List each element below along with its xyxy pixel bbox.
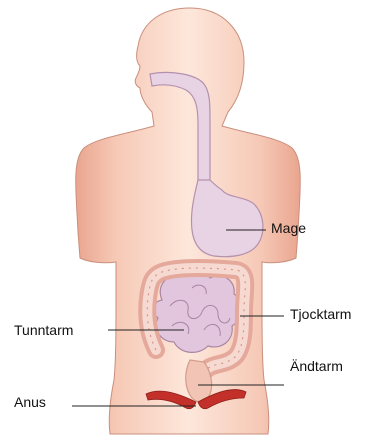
anus-label: Anus bbox=[14, 394, 46, 410]
rectum-label: Ändtarm bbox=[290, 358, 343, 374]
stomach-label: Mage bbox=[271, 220, 306, 236]
small-intestine bbox=[153, 269, 241, 352]
small-intestine-label: Tunntarm bbox=[14, 322, 73, 338]
large-intestine-label: Tjocktarm bbox=[290, 306, 351, 322]
